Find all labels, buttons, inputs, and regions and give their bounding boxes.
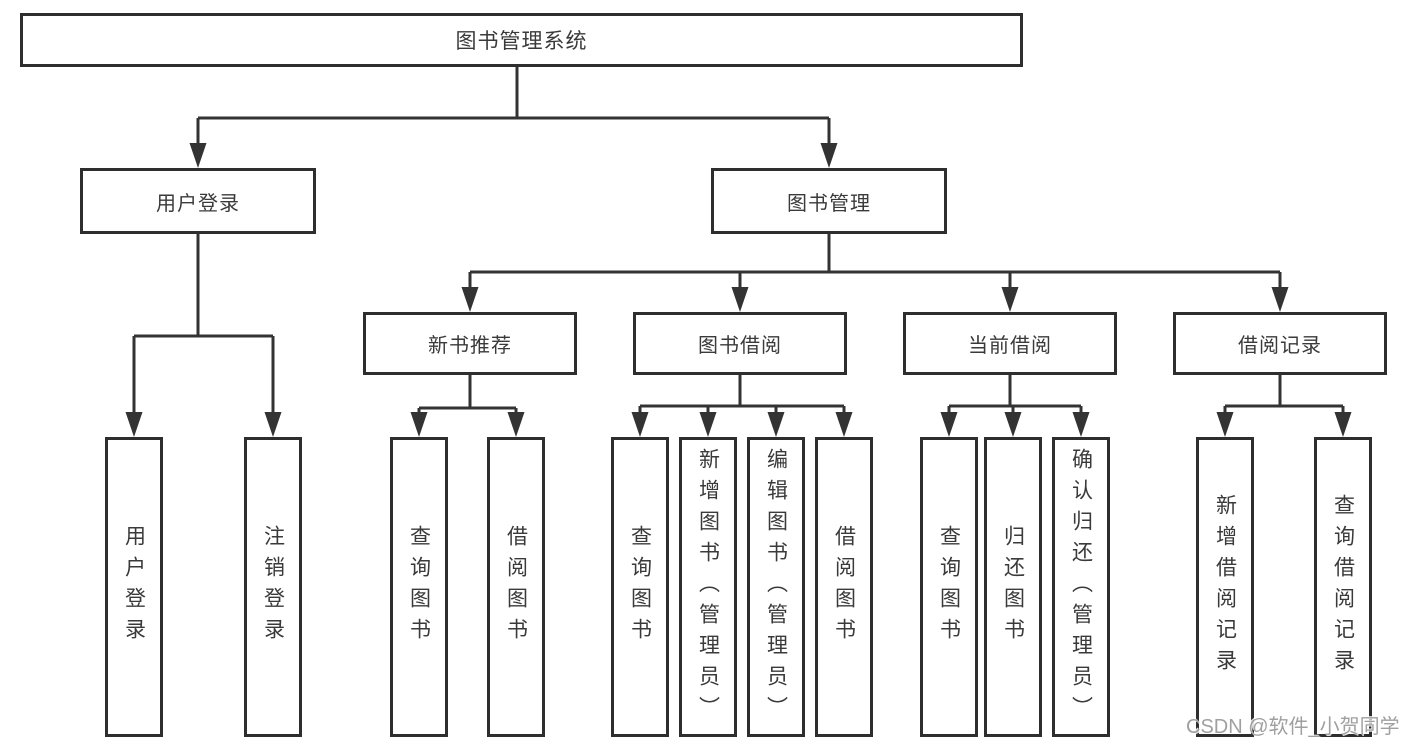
arrow-down-icon bbox=[940, 412, 958, 437]
node-book-borrow: 图书借阅 bbox=[633, 312, 847, 375]
leaf-label: 用户登录 bbox=[122, 525, 146, 649]
node-borrow-records: 借阅记录 bbox=[1173, 312, 1387, 375]
leaf-query-books-current: 查询图书 bbox=[920, 437, 978, 737]
leaf-label: 编辑图书（管理员） bbox=[764, 447, 788, 727]
node-label: 新书推荐 bbox=[428, 335, 512, 357]
leaf-return-books: 归还图书 bbox=[984, 437, 1042, 737]
leaf-label: 借阅图书 bbox=[832, 525, 856, 649]
leaf-label: 查询图书 bbox=[937, 525, 961, 649]
arrowheads bbox=[125, 143, 1352, 437]
arrow-down-icon bbox=[264, 412, 282, 437]
leaf-label: 查询图书 bbox=[628, 525, 652, 649]
leaf-add-books-admin: 新增图书（管理员） bbox=[679, 437, 737, 737]
node-root-system: 图书管理系统 bbox=[20, 13, 1023, 67]
leaf-borrow-books-recommend: 借阅图书 bbox=[487, 437, 545, 737]
arrow-down-icon bbox=[1004, 412, 1022, 437]
leaf-label: 注销登录 bbox=[261, 525, 285, 649]
leaf-label: 确认归还（管理员） bbox=[1069, 447, 1093, 727]
leaf-add-borrow-record: 新增借阅记录 bbox=[1196, 437, 1254, 737]
arrow-down-icon bbox=[767, 412, 785, 437]
leaf-query-borrow-record: 查询借阅记录 bbox=[1314, 437, 1372, 737]
arrow-down-icon bbox=[507, 412, 525, 437]
arrow-down-icon bbox=[820, 143, 838, 168]
leaf-label: 查询借阅记录 bbox=[1331, 494, 1355, 680]
arrow-down-icon bbox=[1271, 287, 1289, 312]
leaf-label: 借阅图书 bbox=[504, 525, 528, 649]
node-book-management: 图书管理 bbox=[711, 168, 947, 234]
arrow-down-icon bbox=[1001, 287, 1019, 312]
node-label: 借阅记录 bbox=[1238, 335, 1322, 357]
arrow-down-icon bbox=[189, 143, 207, 168]
connector-paths bbox=[132, 67, 1345, 415]
arrow-down-icon bbox=[461, 287, 479, 312]
node-label: 图书管理系统 bbox=[455, 30, 588, 53]
node-current-borrow: 当前借阅 bbox=[903, 312, 1117, 375]
arrow-down-icon bbox=[125, 412, 143, 437]
arrow-down-icon bbox=[631, 412, 649, 437]
arrow-down-icon bbox=[731, 287, 749, 312]
node-label: 图书借阅 bbox=[698, 335, 782, 357]
leaf-label: 查询图书 bbox=[407, 525, 431, 649]
leaf-user-login: 用户登录 bbox=[105, 437, 163, 737]
arrow-down-icon bbox=[699, 412, 717, 437]
node-label: 当前借阅 bbox=[968, 335, 1052, 357]
leaf-confirm-return-admin: 确认归还（管理员） bbox=[1052, 437, 1110, 737]
arrow-down-icon bbox=[1072, 412, 1090, 437]
node-label: 图书管理 bbox=[787, 192, 871, 215]
node-label: 用户登录 bbox=[156, 192, 240, 215]
leaf-edit-books-admin: 编辑图书（管理员） bbox=[747, 437, 805, 737]
leaf-logout: 注销登录 bbox=[244, 437, 302, 737]
leaf-label: 新增图书（管理员） bbox=[696, 447, 720, 727]
leaf-label: 归还图书 bbox=[1001, 525, 1025, 649]
leaf-query-books-borrow: 查询图书 bbox=[611, 437, 669, 737]
arrow-down-icon bbox=[410, 412, 428, 437]
leaf-borrow-books: 借阅图书 bbox=[815, 437, 873, 737]
arrow-down-icon bbox=[1216, 412, 1234, 437]
arrow-down-icon bbox=[835, 412, 853, 437]
node-new-book-recommend: 新书推荐 bbox=[363, 312, 577, 375]
leaf-label: 新增借阅记录 bbox=[1213, 494, 1237, 680]
leaf-query-books-recommend: 查询图书 bbox=[390, 437, 448, 737]
arrow-down-icon bbox=[1334, 412, 1352, 437]
node-user-login: 用户登录 bbox=[80, 168, 316, 234]
csdn-watermark: CSDN @软件_小贺同学 bbox=[1186, 716, 1400, 738]
